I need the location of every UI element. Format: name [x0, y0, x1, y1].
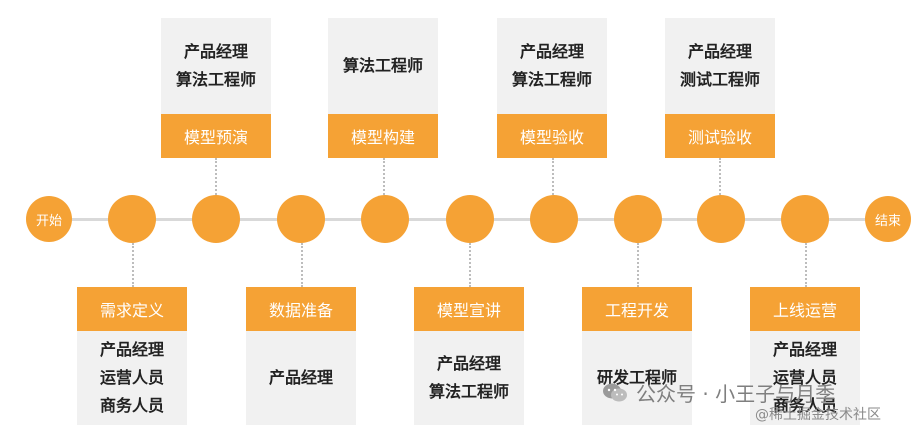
timeline-node-2 — [192, 195, 240, 243]
role: 算法工程师 — [511, 70, 592, 89]
watermark-text: 公众号 · 小王子与月季 — [636, 382, 836, 406]
role: 产品经理 — [436, 354, 501, 373]
stage-label: 模型宣讲 — [414, 287, 524, 331]
role: 运营人员 — [99, 368, 164, 387]
role: 算法工程师 — [342, 56, 423, 75]
connector — [805, 243, 807, 287]
connector — [215, 158, 217, 195]
connector — [637, 243, 639, 287]
end-node: 结束 — [865, 196, 911, 242]
connector — [383, 158, 385, 195]
start-node: 开始 — [26, 196, 72, 242]
stage-label: 需求定义 — [77, 287, 187, 331]
role: 测试工程师 — [679, 70, 760, 89]
roles-box: 产品经理 算法工程师 — [497, 18, 607, 114]
stage-label: 模型构建 — [328, 114, 438, 158]
connector — [132, 243, 134, 287]
timeline-node-8 — [697, 195, 745, 243]
roles-box: 产品经理 运营人员 商务人员 — [77, 331, 187, 425]
timeline-node-1 — [108, 195, 156, 243]
timeline-node-5 — [446, 195, 494, 243]
roles-box: 产品经理 测试工程师 — [665, 18, 775, 114]
footer-mark: @稀土掘金技术社区 — [755, 407, 881, 423]
timeline-node-7 — [614, 195, 662, 243]
connector — [301, 243, 303, 287]
stage-label: 工程开发 — [582, 287, 692, 331]
wechat-icon — [602, 382, 628, 404]
role: 产品经理 — [99, 340, 164, 359]
stage-label: 测试验收 — [665, 114, 775, 158]
roles-box: 算法工程师 — [328, 18, 438, 114]
role: 算法工程师 — [428, 382, 509, 401]
roles-box: 产品经理 算法工程师 — [414, 331, 524, 425]
role: 产品经理 — [772, 340, 837, 359]
stage-label: 数据准备 — [246, 287, 356, 331]
role: 商务人员 — [772, 396, 837, 415]
watermark: 公众号 · 小王子与月季 — [602, 378, 835, 407]
stage-label: 上线运营 — [750, 287, 860, 331]
roles-box: 产品经理 算法工程师 — [161, 18, 271, 114]
timeline-node-6 — [530, 195, 578, 243]
stage-label: 模型预演 — [161, 114, 271, 158]
role: 产品经理 — [519, 42, 584, 61]
timeline-node-4 — [361, 195, 409, 243]
connector — [469, 243, 471, 287]
role: 产品经理 — [183, 42, 248, 61]
role: 算法工程师 — [175, 70, 256, 89]
roles-box: 研发工程师 — [582, 331, 692, 425]
role: 运营人员 — [772, 368, 837, 387]
connector — [719, 158, 721, 195]
start-label: 开始 — [35, 213, 62, 229]
connector — [552, 158, 554, 195]
roles-box: 产品经理 — [246, 331, 356, 425]
role: 商务人员 — [99, 396, 164, 415]
role: 产品经理 — [268, 368, 333, 387]
timeline-node-9 — [781, 195, 829, 243]
roles-box: 产品经理 运营人员 商务人员 — [750, 331, 860, 425]
end-label: 结束 — [874, 213, 901, 229]
role: 产品经理 — [687, 42, 752, 61]
timeline-node-3 — [277, 195, 325, 243]
stage-label: 模型验收 — [497, 114, 607, 158]
role: 研发工程师 — [596, 368, 677, 387]
